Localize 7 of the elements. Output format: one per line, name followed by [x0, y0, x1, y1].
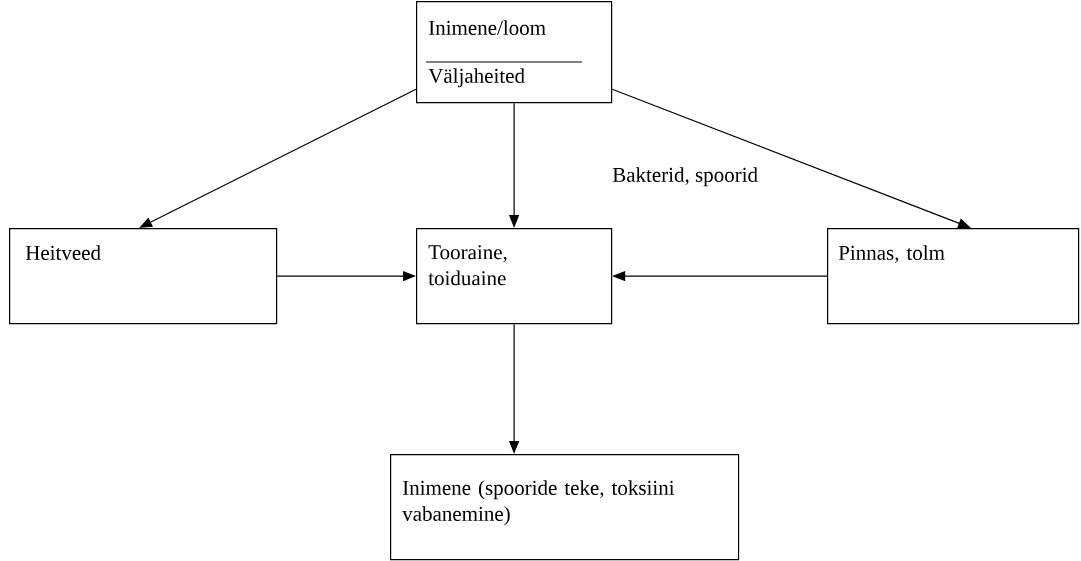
box-text: Heitveed: [25, 245, 101, 260]
box-text: Inimene (spooride teke, toksiini vabanemine): [402, 480, 675, 526]
box-text: Väljaheited: [428, 68, 525, 88]
box-text: Inimene/loom: [428, 20, 546, 35]
box-text: Pinnas, tolm: [838, 245, 945, 263]
box-text: Tooraine, toiduaine: [428, 245, 507, 286]
label: Bakterid, spoorid: [612, 167, 758, 187]
